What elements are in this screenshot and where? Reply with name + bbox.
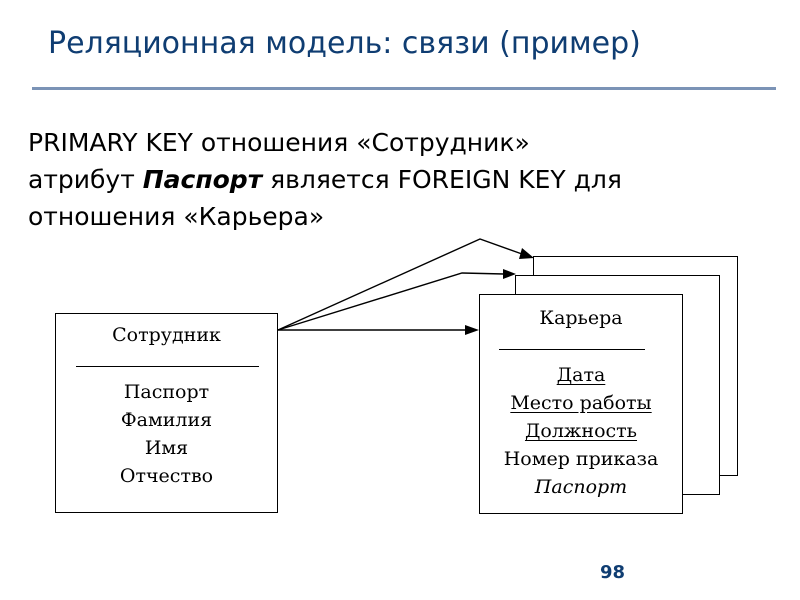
title-divider <box>32 87 776 90</box>
arrowhead-front-sheet <box>465 325 479 335</box>
description-text: PRIMARY KEY отношения «Сотрудник» атрибу… <box>28 124 778 235</box>
career-attr-workplace: Место работы <box>510 392 652 414</box>
career-entity-divider <box>499 349 645 350</box>
arrow-to-back-sheet <box>277 238 523 331</box>
career-attr-date: Дата <box>556 364 606 386</box>
employee-attr-surname: Фамилия <box>120 409 213 431</box>
employee-attr-patronymic: Отчество <box>119 465 214 487</box>
career-attr-passport: Паспорт <box>534 476 628 498</box>
employee-entity-divider <box>76 366 259 367</box>
foreign-key-attribute: Паспорт <box>142 165 263 194</box>
description-line-2-suffix: является FOREIGN KEY для <box>262 165 622 194</box>
arrow-to-middle-sheet <box>277 272 505 331</box>
employee-entity: Сотрудник Паспорт Фамилия Имя Отчество <box>55 313 278 513</box>
employee-entity-name: Сотрудник <box>112 324 221 346</box>
employee-attr-first-name: Имя <box>144 437 189 459</box>
career-entity: Карьера Дата Место работы Должность Номе… <box>479 294 683 514</box>
career-attr-order-number: Номер приказа <box>503 448 659 470</box>
slide-title: Реляционная модель: связи (пример) <box>48 26 641 61</box>
description-line-2: атрибут Паспорт является FOREIGN KEY для <box>28 161 778 198</box>
page-number: 98 <box>600 562 626 583</box>
description-line-2-prefix: атрибут <box>28 165 143 194</box>
employee-attr-passport: Паспорт <box>123 381 210 403</box>
arrowhead-back-sheet <box>519 248 534 259</box>
description-line-3: отношения «Карьера» <box>28 202 325 231</box>
description-line-1: PRIMARY KEY отношения «Сотрудник» <box>28 128 530 157</box>
career-attr-position: Должность <box>524 420 638 442</box>
career-entity-name: Карьера <box>539 307 623 329</box>
arrowhead-middle-sheet <box>503 269 516 279</box>
